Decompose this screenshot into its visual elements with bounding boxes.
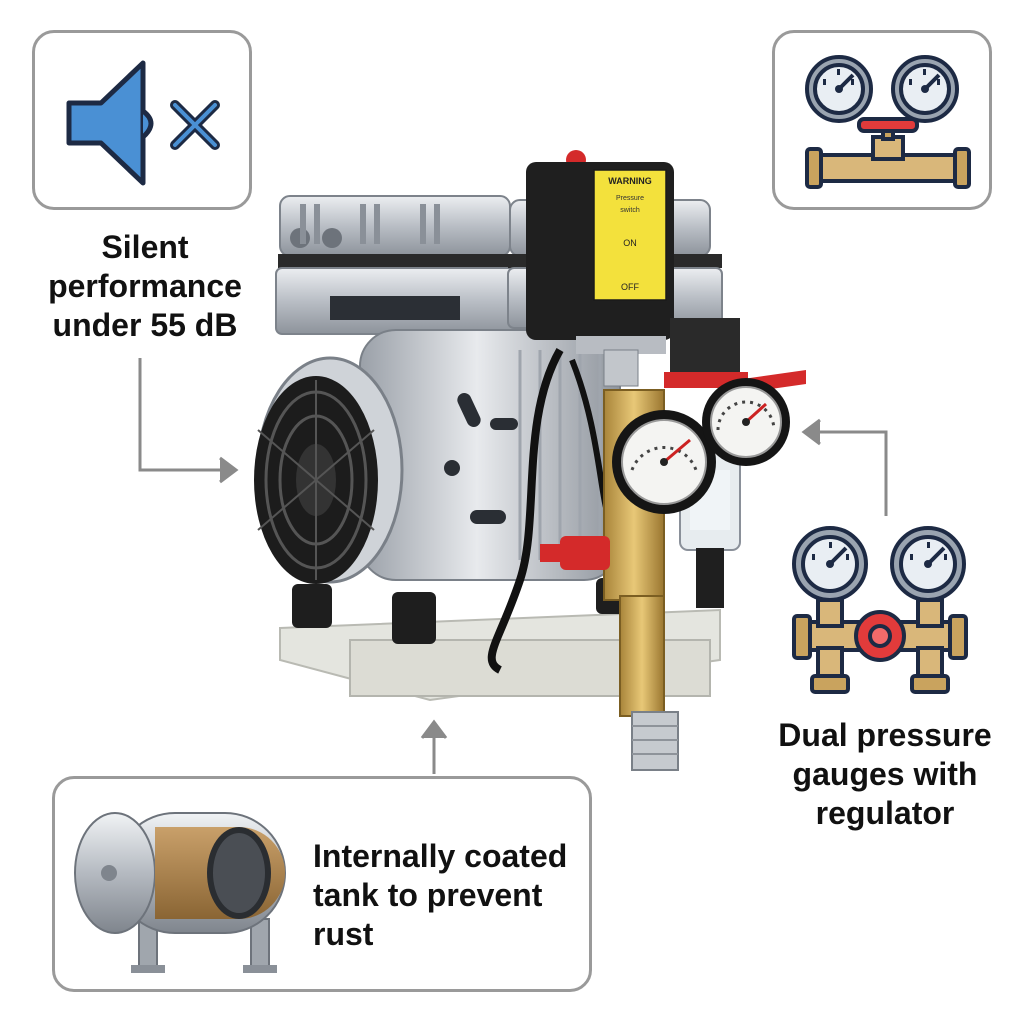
tank-caption: Internally coated tank to prevent rust xyxy=(313,837,583,954)
tank-feature-card: Internally coated tank to prevent rust xyxy=(52,776,592,992)
pressure-switch-label-off: OFF xyxy=(621,282,639,292)
arrow-silent-to-product xyxy=(138,358,239,484)
pressure-switch-label-line-2: Pressure xyxy=(616,195,644,202)
tank-caption-line-2: tank to prevent xyxy=(313,877,543,914)
dual-gauges-caption-line-2: gauges with xyxy=(792,756,978,793)
dual-gauges-caption: Dual pressure gauges with regulator xyxy=(760,716,1010,833)
arrow-gauges-to-product xyxy=(801,418,888,516)
arrow-tank-to-product xyxy=(420,719,448,774)
dual-gauges-caption-line-3: regulator xyxy=(815,795,955,832)
tank-caption-line-1: Internally coated xyxy=(313,838,568,874)
pressure-gauge-left xyxy=(612,410,716,514)
pressure-switch: WARNING Pressure switch ON OFF xyxy=(526,150,674,387)
speaker-muted-icon xyxy=(66,60,220,186)
gauges-icon-card xyxy=(772,30,992,210)
motor-housing xyxy=(359,329,621,581)
silent-caption-line-3: under 55 dB xyxy=(52,307,238,344)
pressure-gauge-right xyxy=(702,378,790,466)
pressure-switch-label-line-3: switch xyxy=(620,207,640,214)
pressure-switch-label-warning: WARNING xyxy=(608,176,652,186)
silent-caption-line-2: performance xyxy=(48,268,242,305)
pressure-switch-label-on: ON xyxy=(623,238,637,248)
tank-caption-line-3: rust xyxy=(313,916,374,953)
silent-icon-card xyxy=(32,30,252,210)
coated-tank-icon xyxy=(74,812,286,973)
fan-cover xyxy=(254,356,404,584)
silent-caption: Silent performance under 55 dB xyxy=(30,228,260,345)
dual-gauges-caption-line-1: Dual pressure xyxy=(778,717,992,753)
pressure-gauges-pipe-icon xyxy=(805,55,971,189)
silent-caption-line-1: Silent xyxy=(101,229,189,265)
